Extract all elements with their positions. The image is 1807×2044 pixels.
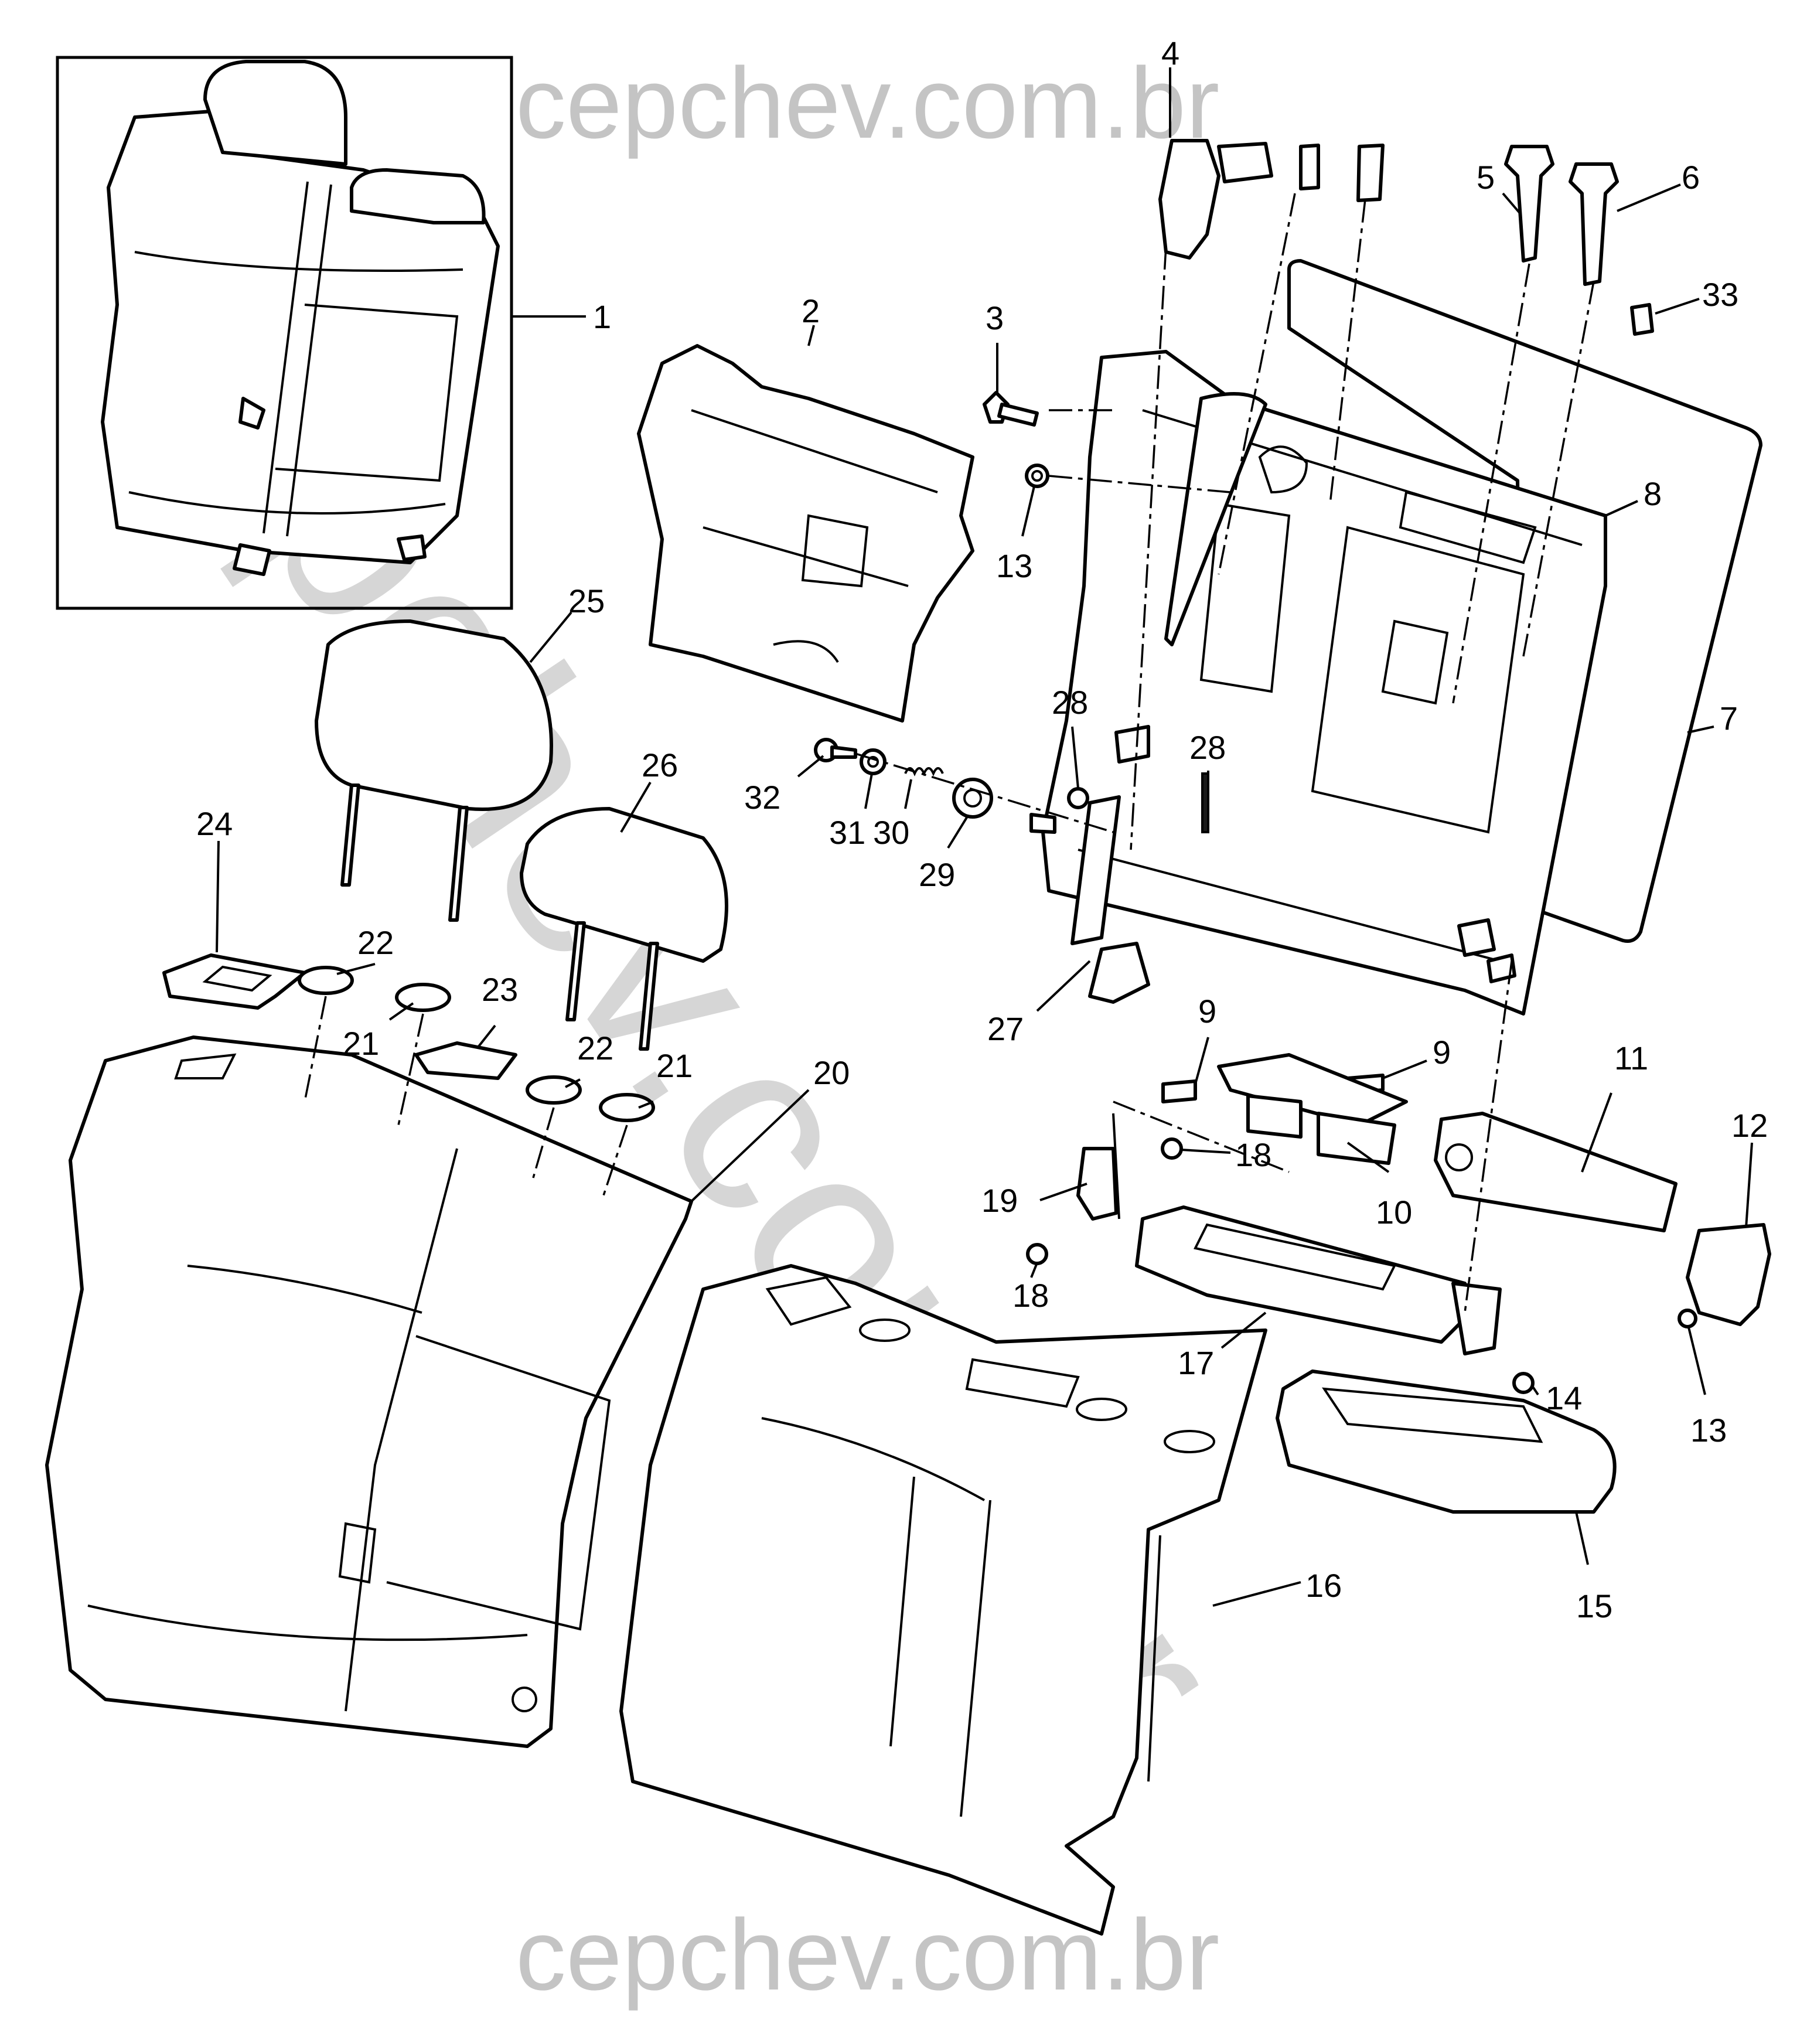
- inset-assembled-seat: [56, 56, 513, 610]
- callout-11: 11: [1614, 1040, 1648, 1076]
- callout-leader-lines: [216, 67, 1753, 1607]
- part-21-grommet-left: [395, 983, 451, 1012]
- callout-9-right: 9: [1433, 1034, 1451, 1071]
- callout-15: 15: [1576, 1587, 1612, 1624]
- part-13-nut-upper: [1025, 464, 1049, 488]
- part-18-bolt-upper: [1161, 1137, 1183, 1160]
- callout-22-right: 22: [577, 1030, 613, 1067]
- part-25-headrest: [315, 619, 553, 922]
- callout-27: 27: [987, 1010, 1024, 1047]
- part-5-guide: [1504, 145, 1554, 263]
- callout-19: 19: [981, 1182, 1018, 1219]
- part-17-armrest-frame: [1135, 1205, 1502, 1355]
- part-19-bracket: [1076, 1113, 1120, 1221]
- callout-31: 31: [829, 814, 865, 851]
- callout-25: 25: [568, 582, 605, 619]
- callout-24: 24: [196, 805, 233, 842]
- assembly-centerlines: [304, 193, 1595, 1313]
- callout-9-left: 9: [1198, 993, 1216, 1030]
- callout-29: 29: [919, 856, 955, 893]
- callout-4: 4: [1161, 35, 1179, 71]
- callout-21-left: 21: [343, 1025, 379, 1062]
- part-20-seat-back-cover: [45, 1035, 693, 1748]
- callout-2: 2: [802, 292, 820, 329]
- part-16-seat-back-cover: [619, 1264, 1267, 1936]
- callout-26: 26: [642, 747, 678, 783]
- part-14-nut: [1512, 1372, 1535, 1394]
- part-22-grommet-right: [526, 1075, 582, 1105]
- part-23-bezel: [414, 1041, 517, 1080]
- part-26-headrest: [520, 807, 728, 1051]
- watermark-top: cepchev.com.br: [516, 47, 1219, 159]
- part-33-clip: [1630, 303, 1654, 336]
- callout-21-right: 21: [656, 1047, 693, 1084]
- part-9-clip-left: [1161, 1079, 1197, 1103]
- part-27-seat-belt: [1070, 392, 1267, 1004]
- part-32-bolt: [814, 738, 857, 762]
- callout-16: 16: [1305, 1567, 1342, 1604]
- part-12-cover: [1686, 1223, 1771, 1326]
- part-11-trim: [1434, 1112, 1678, 1232]
- part-13-nut-lower: [1678, 1309, 1697, 1328]
- callout-7: 7: [1720, 700, 1738, 737]
- callout-28-right: 28: [1189, 729, 1226, 766]
- part-28-pin-right: [1201, 772, 1209, 833]
- callout-labels: 1 2 3 4 5 6 33 13 8 7 25 28 28 26 24 32 …: [196, 35, 1768, 1624]
- callout-17: 17: [1178, 1344, 1214, 1381]
- part-2-back-panel: [637, 344, 974, 723]
- callout-32: 32: [744, 779, 780, 816]
- callout-13-upper: 13: [996, 547, 1032, 584]
- callout-28-left: 28: [1052, 684, 1088, 721]
- callout-20: 20: [813, 1054, 850, 1091]
- part-24-bezel: [162, 953, 306, 1010]
- watermark-bottom: cepchev.com.br: [516, 1899, 1219, 2011]
- part-6-guide: [1569, 162, 1619, 286]
- callout-30: 30: [873, 814, 909, 851]
- callout-18-lower: 18: [1012, 1277, 1049, 1314]
- callout-14: 14: [1546, 1379, 1582, 1416]
- callout-18-upper: 18: [1235, 1136, 1271, 1173]
- callout-33: 33: [1702, 276, 1738, 313]
- callout-5: 5: [1477, 159, 1495, 196]
- part-15-armrest: [1276, 1370, 1617, 1514]
- callout-23: 23: [482, 971, 518, 1008]
- part-4-latch: [1158, 139, 1385, 260]
- callout-12: 12: [1731, 1107, 1768, 1144]
- callout-22-left: 22: [357, 924, 394, 961]
- part-18-bolt-lower: [1026, 1243, 1048, 1265]
- callout-3: 3: [986, 299, 1004, 336]
- callout-13-lower: 13: [1690, 1412, 1727, 1449]
- callout-1: 1: [593, 298, 611, 335]
- callout-8: 8: [1644, 475, 1662, 512]
- part-29-bushing: [952, 778, 1056, 834]
- callout-6: 6: [1682, 159, 1700, 196]
- part-28-pin-left: [1067, 787, 1089, 809]
- callout-10: 10: [1376, 1194, 1412, 1231]
- part-3-bolt: [983, 391, 1039, 427]
- part-10-cupholder: [1217, 1053, 1408, 1165]
- part-31-washer: [860, 748, 887, 775]
- part-21-grommet-right: [599, 1093, 655, 1122]
